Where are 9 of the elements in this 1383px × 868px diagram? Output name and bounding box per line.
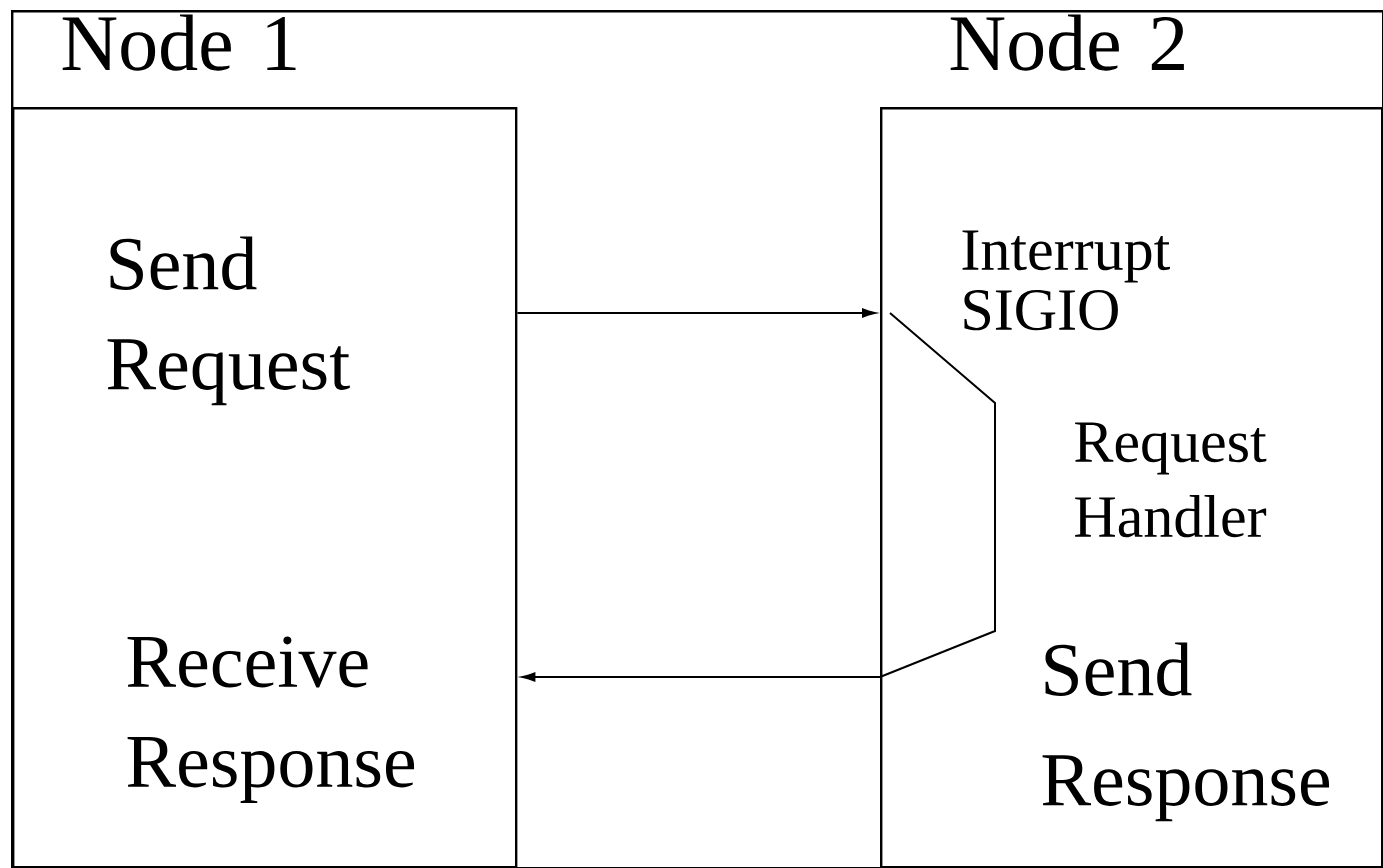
- node-heading: Node 1: [62, 14, 296, 71]
- node-text: Interrupt SIGIO: [962, 230, 1170, 331]
- node-heading: Node 2: [950, 14, 1184, 71]
- node-text: Receive Response: [127, 636, 415, 803]
- frame-box: [11, 10, 1383, 868]
- node-text: Send Request: [107, 236, 350, 406]
- node-text: Request Handler: [1075, 422, 1267, 538]
- node-text: Send Response: [1042, 642, 1330, 822]
- arrow: [521, 672, 881, 682]
